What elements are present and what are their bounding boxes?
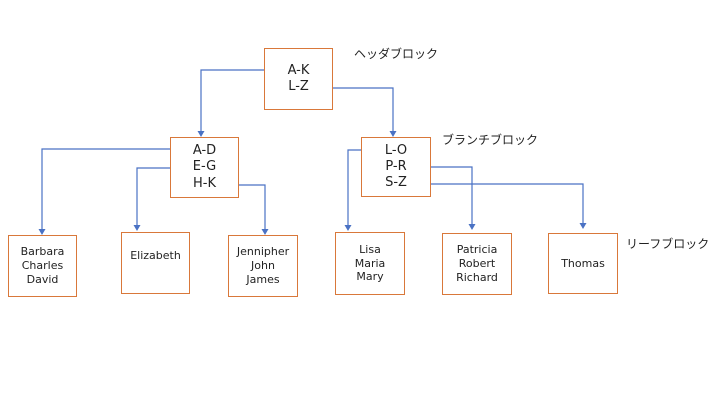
leaf-block-3: Jennipher John James bbox=[228, 235, 298, 297]
root-key-range-2: L-Z bbox=[288, 79, 309, 94]
leaf-3-name-3: James bbox=[246, 272, 280, 286]
leaf-2-name-1: Elizabeth bbox=[130, 249, 181, 262]
leaf-block-4: Lisa Maria Mary bbox=[335, 232, 405, 295]
leaf-1-name-3: David bbox=[26, 272, 59, 286]
leaf-5-name-2: Robert bbox=[458, 257, 496, 271]
branch-right-key-range-2: P-R bbox=[385, 158, 407, 174]
branch-left-key-range-2: E-G bbox=[192, 159, 217, 175]
arrowhead-leaf-6 bbox=[579, 223, 587, 229]
arrowhead-leaf-4 bbox=[344, 225, 352, 231]
arrowhead-leaf-5 bbox=[468, 224, 476, 230]
arrowhead-leaf-2 bbox=[133, 225, 141, 231]
header-block-label: ヘッダブロック bbox=[354, 47, 439, 61]
connector-root-to-branch-left bbox=[200, 69, 285, 131]
leaf-4-name-2: Maria bbox=[354, 256, 386, 270]
arrowhead-leaf-1 bbox=[38, 229, 46, 235]
arrowhead-branch-left bbox=[197, 131, 205, 137]
branch-right-key-range-3: S-Z bbox=[385, 175, 407, 191]
leaf-block-6: Thomas bbox=[548, 233, 618, 294]
leaf-block-1: Barbara Charles David bbox=[8, 235, 77, 297]
leaf-3-name-1: Jennipher bbox=[236, 245, 290, 259]
arrowhead-leaf-3 bbox=[261, 229, 269, 235]
branch-right-key-range-1: L-O bbox=[384, 142, 408, 158]
header-block: A-K L-Z bbox=[264, 48, 333, 110]
connector-ad-to-leaf-1 bbox=[41, 148, 192, 229]
root-key-range-1: A-K bbox=[287, 62, 310, 78]
leaf-5-name-3: Richard bbox=[456, 270, 498, 284]
branch-left-key-range-1: A-D bbox=[192, 143, 217, 159]
branch-block-right: L-O P-R S-Z bbox=[361, 137, 431, 197]
branch-left-key-range-3: H-K bbox=[193, 175, 216, 191]
connector-root-to-branch-right bbox=[307, 87, 394, 131]
leaf-1-name-2: Charles bbox=[21, 259, 64, 273]
leaf-5-name-1: Patricia bbox=[456, 243, 498, 257]
branch-block-label: ブランチブロック bbox=[442, 133, 539, 147]
leaf-block-2: Elizabeth bbox=[121, 232, 190, 294]
leaf-block-label: リーフブロック bbox=[626, 237, 710, 251]
leaf-3-name-2: John bbox=[251, 259, 275, 273]
connector-sz-to-leaf-6 bbox=[405, 183, 584, 223]
leaf-4-name-3: Mary bbox=[356, 270, 384, 284]
leaf-4-name-1: Lisa bbox=[359, 242, 381, 256]
leaf-block-5: Patricia Robert Richard bbox=[442, 233, 512, 295]
arrowhead-branch-right bbox=[389, 131, 397, 137]
leaf-6-name-1: Thomas bbox=[561, 256, 605, 270]
leaf-1-name-1: Barbara bbox=[20, 245, 65, 259]
branch-block-left: A-D E-G H-K bbox=[170, 137, 239, 198]
